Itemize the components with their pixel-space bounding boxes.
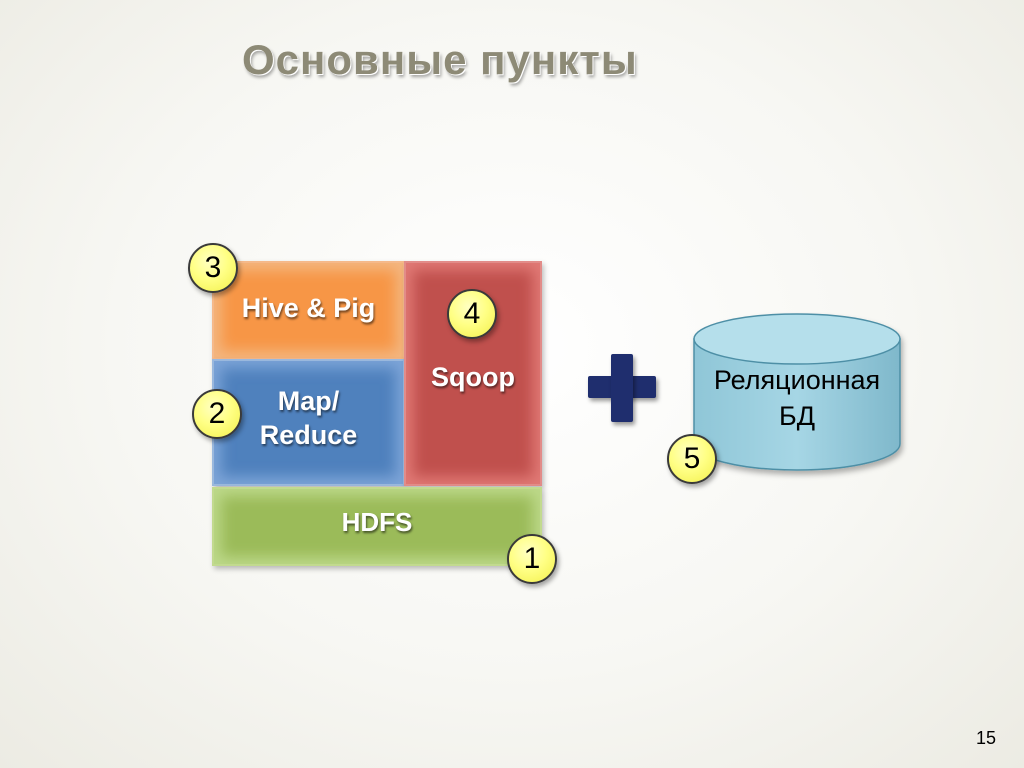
badge-hive-pig: 3 bbox=[188, 243, 238, 293]
badge-hdfs: 1 bbox=[507, 534, 557, 584]
relational-db-label: Реляционная БД bbox=[690, 362, 904, 434]
badge-map-reduce: 2 bbox=[192, 389, 242, 439]
hive-pig-block: Hive & Pig bbox=[212, 261, 405, 360]
map-reduce-label-line2: Reduce bbox=[259, 419, 358, 450]
badge-sqoop: 4 bbox=[447, 289, 497, 339]
sqoop-label: Sqoop bbox=[431, 362, 515, 392]
database-cylinder-icon bbox=[693, 313, 901, 471]
hdfs-label: HDFS bbox=[341, 507, 413, 538]
badge-relational-db: 5 bbox=[667, 434, 717, 484]
slide-title: Основные пункты bbox=[242, 36, 638, 83]
plus-icon bbox=[588, 354, 656, 422]
map-reduce-block: Map/ Reduce bbox=[212, 359, 405, 486]
hive-pig-label: Hive & Pig bbox=[241, 292, 376, 323]
map-reduce-label: Map/ Reduce bbox=[260, 385, 358, 453]
map-reduce-label-line1: Map/ bbox=[277, 385, 340, 416]
relational-db-label-line1: Реляционная bbox=[713, 365, 881, 395]
relational-db-label-line2: БД bbox=[778, 401, 815, 431]
hdfs-block: HDFS bbox=[212, 487, 542, 566]
page-number: 15 bbox=[976, 728, 997, 748]
